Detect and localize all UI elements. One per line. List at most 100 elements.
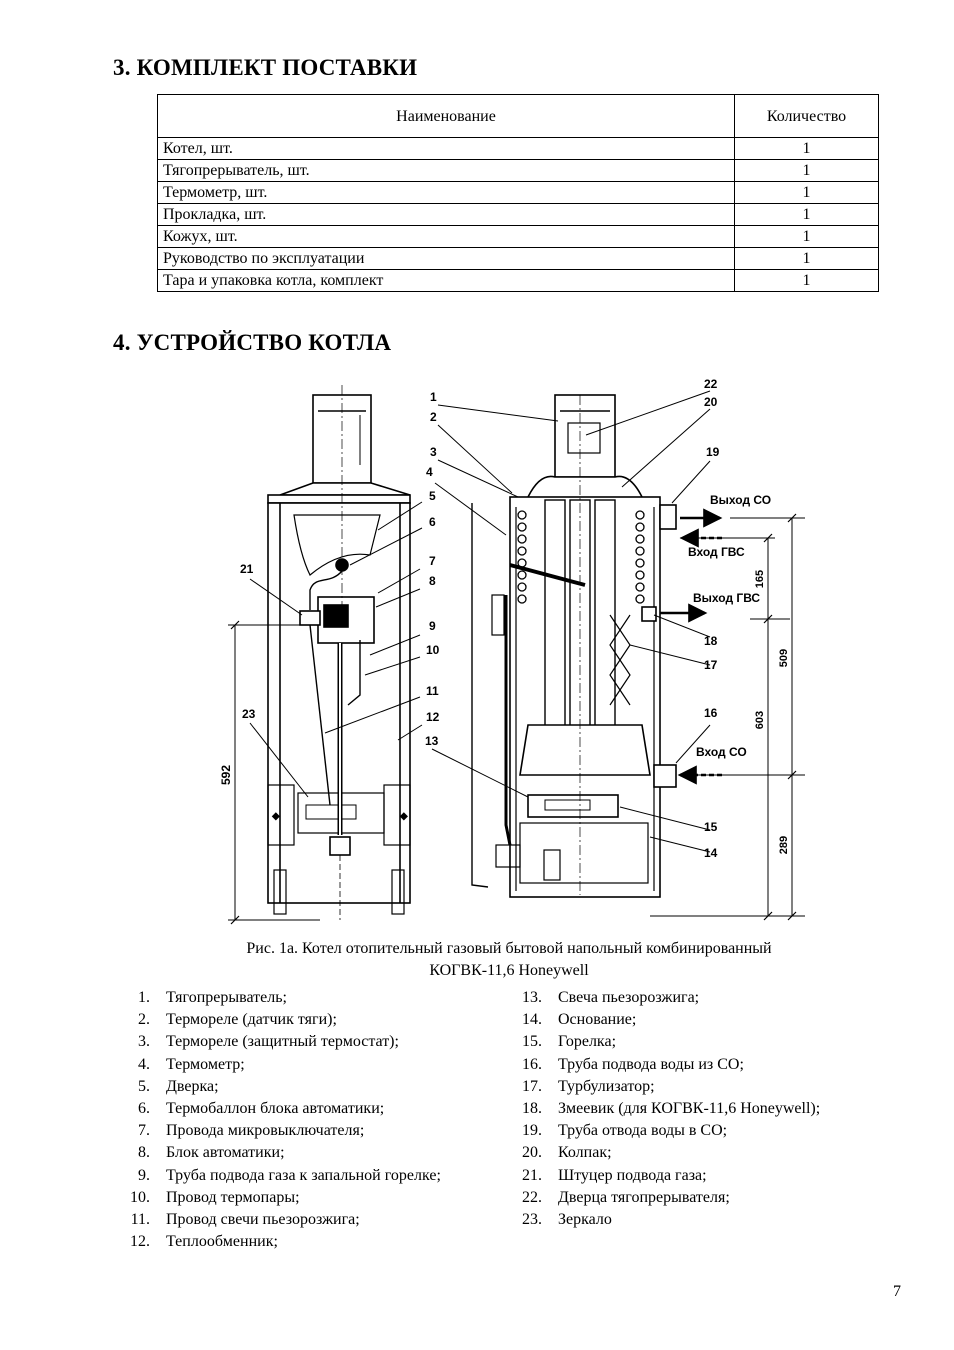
- legend-item: 9.Труба подвода газа к запальной горелке…: [116, 1165, 441, 1187]
- item-name: Котел, шт.: [157, 137, 735, 160]
- item-quantity: 1: [734, 269, 879, 292]
- legend-item: 10.Провод термопары;: [116, 1187, 441, 1209]
- item-name: Прокладка, шт.: [157, 203, 735, 226]
- legend-number: 4.: [138, 1055, 150, 1073]
- legend-item: 1. Тягопрерыватель;: [116, 987, 441, 1009]
- legend-number: 15.: [522, 1033, 542, 1051]
- item-quantity: 1: [734, 159, 879, 182]
- callout-3: 3: [430, 445, 437, 459]
- item-name: Руководство по эксплуатации: [157, 247, 735, 270]
- legend-text: Труба подвода газа к запальной горелке;: [166, 1166, 441, 1184]
- boiler-section-view: [471, 394, 677, 898]
- legend-number: 18.: [522, 1099, 542, 1117]
- callout-16: 16: [704, 706, 718, 720]
- legend-item: 19. Труба отвода воды в СО;: [508, 1120, 820, 1142]
- legend-text: Теплообменник;: [166, 1233, 278, 1251]
- legend-text: Свеча пьезорозжига;: [558, 989, 700, 1006]
- callout-22: 22: [704, 377, 718, 391]
- callout-2: 2: [430, 410, 437, 424]
- legend-text: Тягопрерыватель;: [166, 989, 287, 1006]
- table-row: Кожух, шт.1: [157, 225, 879, 248]
- legend-number: 20.: [522, 1144, 542, 1162]
- figure-caption-line-2: КОГВК-11,6 Honeywell: [429, 962, 589, 979]
- legend-number: 1.: [138, 989, 150, 1006]
- legend-item: 2.Термореле (датчик тяги);: [116, 1009, 441, 1031]
- legend-item: 3.Термореле (защитный термостат);: [116, 1031, 441, 1053]
- legend-item: 21. Штуцер подвода газа;: [508, 1165, 820, 1187]
- legend-item: 22.Дверца тягопрерывателя;: [508, 1187, 820, 1209]
- supply-table: Наименование Количество Котел, шт.1 Тяго…: [157, 94, 879, 292]
- callout-5: 5: [429, 489, 436, 503]
- callout-17: 17: [704, 658, 718, 672]
- figure-caption-line-1: Рис. 1а. Котел отопительный газовый быто…: [246, 940, 772, 957]
- legend-item: 12. Теплообменник;: [116, 1231, 441, 1253]
- legend-number: 13.: [522, 989, 542, 1006]
- legend-number: 6.: [138, 1099, 150, 1117]
- legend-text: Колпак;: [558, 1144, 612, 1162]
- legend-number: 7.: [138, 1122, 150, 1140]
- table-row: Прокладка, шт.1: [157, 203, 879, 226]
- legend-text: Штуцер подвода газа;: [558, 1166, 707, 1184]
- legend-number: 8.: [138, 1144, 150, 1162]
- item-name: Тара и упаковка котла, комплект: [157, 269, 735, 292]
- legend-text: Термореле (датчик тяги);: [166, 1011, 337, 1029]
- dimension-592: [228, 620, 320, 925]
- callout-19: 19: [706, 445, 720, 459]
- dimension-label-165: 165: [754, 570, 766, 588]
- item-quantity: 1: [734, 247, 879, 270]
- callout-20: 20: [704, 395, 718, 409]
- item-quantity: 1: [734, 225, 879, 248]
- legend-item: 11.Провод свечи пьезорозжига;: [116, 1209, 441, 1231]
- legend-number: 23.: [522, 1210, 542, 1228]
- legend-item: 20. Колпак;: [508, 1142, 820, 1164]
- legend-left-column: 1. Тягопрерыватель; 2.Термореле (датчик т…: [116, 987, 441, 1253]
- boiler-diagram: ◆ ◆ 592: [219, 377, 805, 925]
- callout-23: 23: [242, 707, 256, 721]
- item-name: Тягопрерыватель, шт.: [157, 159, 735, 182]
- section-4-title: 4. УСТРОЙСТВО КОТЛА: [113, 330, 392, 355]
- svg-text:◆: ◆: [271, 811, 280, 822]
- legend-number: 21.: [522, 1166, 542, 1184]
- callout-6: 6: [429, 515, 436, 529]
- legend-item: 18. Змеевик (для КОГВК-11,6 Honeywell);: [508, 1098, 820, 1120]
- label-co-in: Вход СО: [696, 745, 747, 759]
- table-row: Термометр, шт.1: [157, 181, 879, 204]
- dimension-label-592: 592: [219, 765, 233, 785]
- legend-number: 12.: [130, 1233, 150, 1251]
- callout-7: 7: [429, 554, 436, 568]
- legend-text: Основание;: [558, 1011, 637, 1029]
- legend-text: Горелка;: [558, 1033, 617, 1051]
- legend-text: Термобаллон блока автоматики;: [166, 1099, 385, 1117]
- legend-number: 19.: [522, 1122, 542, 1140]
- section-3-title: 3. КОМПЛЕКТ ПОСТАВКИ: [113, 55, 418, 80]
- legend-text: Дверца тягопрерывателя;: [558, 1188, 730, 1206]
- legend-number: 17.: [522, 1077, 542, 1095]
- legend-item: 17.Турбулизатор;: [508, 1076, 820, 1098]
- legend-item: 6. Термобаллон блока автоматики;: [116, 1098, 441, 1120]
- legend-text: Провода микровыключателя;: [166, 1122, 365, 1140]
- legend-number: 3.: [138, 1033, 150, 1051]
- callout-14: 14: [704, 846, 718, 860]
- legend-number: 10.: [130, 1188, 150, 1206]
- legend-item: 8.Блок автоматики;: [116, 1142, 441, 1164]
- table-row: Котел, шт.1: [157, 137, 879, 160]
- legend-text: Труба отвода воды в СО;: [558, 1122, 728, 1140]
- legend-item: 15. Горелка;: [508, 1031, 820, 1053]
- legend-item: 14.Основание;: [508, 1009, 820, 1031]
- callout-18: 18: [704, 634, 718, 648]
- callout-11: 11: [426, 684, 439, 698]
- legend-number: 16.: [522, 1055, 542, 1073]
- callout-12: 12: [426, 710, 440, 724]
- legend-item: 5.Дверка;: [116, 1076, 441, 1098]
- legend-item: 4. Термометр;: [116, 1054, 441, 1076]
- legend-text: Термометр;: [166, 1055, 245, 1073]
- legend-text: Зеркало: [558, 1210, 612, 1228]
- callout-10: 10: [426, 643, 440, 657]
- legend-item: 23. Зеркало: [508, 1209, 820, 1231]
- svg-text:◆: ◆: [399, 811, 408, 822]
- column-header-name: Наименование: [157, 94, 735, 138]
- legend-text: Змеевик (для КОГВК-11,6 Honeywell);: [558, 1099, 821, 1117]
- callout-leaders: [249, 390, 711, 853]
